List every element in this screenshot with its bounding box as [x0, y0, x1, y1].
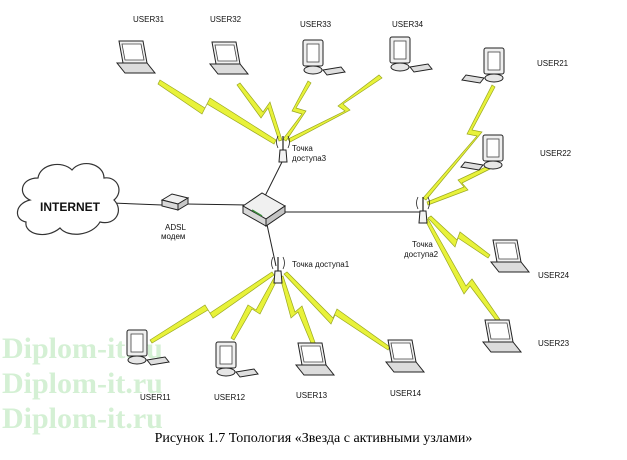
user12-label: USER12 [214, 393, 246, 402]
user12-desktop [215, 341, 259, 378]
watermark-line-3: Diplom-it.ru [2, 402, 163, 435]
user24-laptop [490, 239, 530, 273]
user32-laptop [209, 41, 249, 75]
user22-desktop [460, 134, 504, 171]
wireless-link-user24 [427, 215, 491, 259]
wireless-link-user31 [157, 79, 277, 145]
user33-desktop [302, 39, 346, 76]
user21-label: USER21 [537, 59, 569, 68]
user33-label: USER33 [300, 20, 332, 29]
user23-laptop [482, 319, 522, 353]
internet-cloud: INTERNET [16, 162, 120, 236]
user11-label: USER11 [140, 393, 171, 402]
adsl-modem [160, 193, 190, 211]
user32-label: USER32 [210, 15, 242, 24]
central-switch [242, 192, 286, 227]
user31-label: USER31 [133, 15, 165, 24]
user22-label: USER22 [540, 149, 572, 158]
user34-desktop [389, 36, 433, 73]
internet-label: INTERNET [40, 200, 101, 214]
user14-laptop [385, 339, 425, 373]
wireless-links [149, 74, 502, 351]
wireless-link-user23 [424, 218, 502, 324]
modem-label-line2: модем [161, 232, 185, 241]
ap3-label-line2: доступа3 [292, 154, 327, 163]
ap3-label-line1: Точка [292, 144, 313, 153]
user13-laptop [295, 342, 335, 376]
wireless-link-user14 [283, 271, 391, 351]
user21-desktop [461, 47, 505, 84]
wired-links [111, 159, 422, 267]
wireless-link-user32 [236, 82, 283, 142]
user34-label: USER34 [392, 20, 424, 29]
user14-label: USER14 [390, 389, 422, 398]
ap2-label-line1: Точка [412, 240, 433, 249]
modem-label-line1: ADSL [165, 223, 186, 232]
watermark-line-2: Diplom-it.ru [2, 367, 163, 400]
user23-label: USER23 [538, 339, 570, 348]
wireless-link-user13 [279, 275, 318, 351]
wireless-link-user34 [287, 74, 383, 143]
wireless-link-user11 [149, 271, 275, 344]
user13-label: USER13 [296, 391, 328, 400]
ap2-label-line2: доступа2 [404, 250, 439, 259]
ap1-label: Точка доступа1 [292, 260, 350, 269]
figure-caption: Рисунок 1.7 Топология «Звезда с активным… [154, 431, 473, 446]
user31-laptop [116, 40, 156, 74]
user24-label: USER24 [538, 271, 570, 280]
